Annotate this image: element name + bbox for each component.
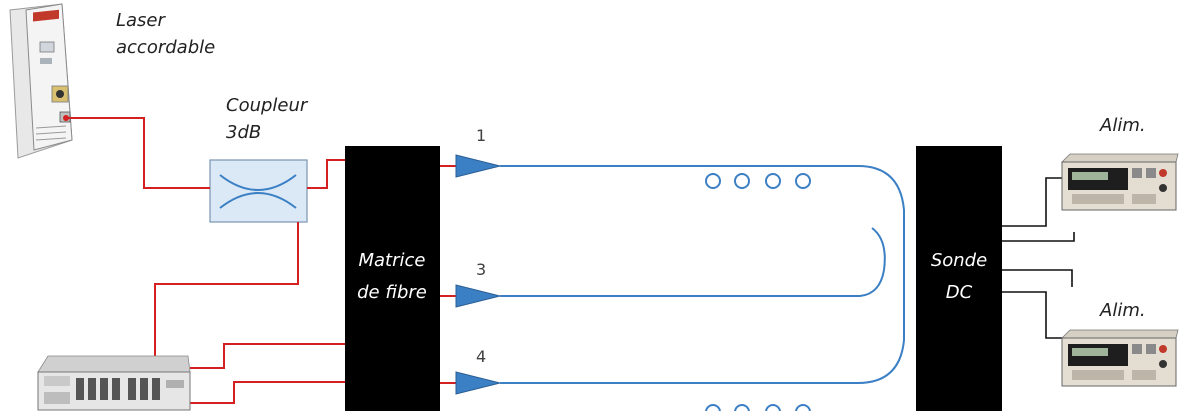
probe-to-psu-top-wire-b: [1002, 232, 1075, 242]
optical-power-meter-icon: [37, 355, 191, 411]
port-number-4: 4: [476, 347, 486, 366]
laser-to-coupler-line: [68, 117, 210, 189]
dc-probe-box: [916, 146, 1002, 411]
laser-module-icon: [9, 3, 73, 159]
coupler-to-matrix-line: [307, 159, 345, 189]
coupler-label-line2: 3dB: [226, 122, 261, 143]
laser-label-line1: Laser: [116, 10, 167, 31]
port-number-3: 3: [476, 260, 486, 279]
fiber-port3-return: [500, 227, 886, 297]
fiber-loop-icon: [705, 173, 811, 189]
port-number-1: 1: [476, 126, 486, 145]
dc-probe-label-line2: DC: [946, 282, 973, 303]
fiber-matrix-box: [345, 146, 440, 411]
probe-to-psu-top-wire-a: [1002, 177, 1064, 227]
fiber-lines: [500, 165, 905, 384]
fiber-loop-bottom-icon: [705, 404, 811, 411]
fiber-matrix-label-line1: Matrice: [359, 250, 426, 271]
detector-to-matrix-line-a: [190, 343, 345, 369]
detector-to-matrix-line-b: [190, 381, 345, 404]
port-4-arrow-icon: [455, 371, 501, 395]
coupler-icon: [209, 159, 308, 223]
power-supply-top-icon: [1061, 153, 1179, 211]
coupler-to-detector-line: [154, 222, 299, 368]
psu-bottom-label: Alim.: [1099, 300, 1146, 321]
power-supply-bottom-icon: [1061, 329, 1179, 387]
port-1-arrow-icon: [455, 154, 501, 178]
laser-label-line2: accordable: [116, 37, 215, 58]
psu-top-label: Alim.: [1099, 115, 1146, 136]
port-3-arrow-icon: [455, 284, 501, 308]
probe-to-psu-bottom-wire-b: [1002, 291, 1064, 339]
fiber-matrix-label-line2: de fibre: [357, 282, 427, 303]
fiber-port1-to-loop: [500, 165, 905, 384]
probe-wires: [1002, 177, 1075, 339]
probe-to-psu-bottom-wire-a: [1002, 269, 1073, 287]
red-connections: [68, 117, 458, 404]
dc-probe-label-line1: Sonde: [931, 250, 987, 271]
coupler-label-line1: Coupleur: [226, 95, 309, 116]
